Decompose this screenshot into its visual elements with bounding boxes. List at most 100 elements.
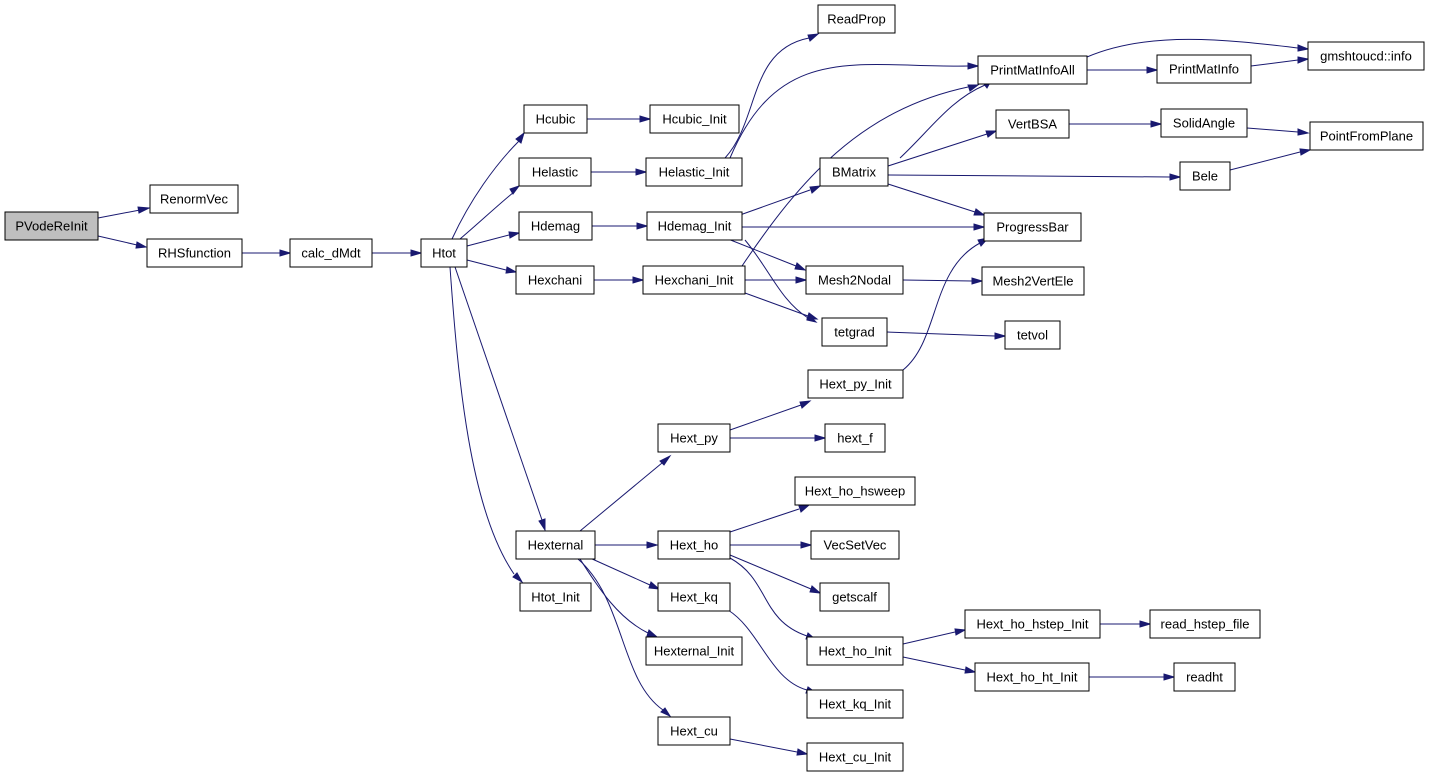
arrowhead-hext_cu xyxy=(660,707,672,718)
node-label: Hexternal xyxy=(528,538,584,553)
node-htot_init[interactable]: Htot_Init xyxy=(519,582,592,612)
edge-pvodereinit-rhsfunction xyxy=(97,235,138,246)
node-readht[interactable]: readht xyxy=(1173,662,1236,692)
node-vertbsa[interactable]: VertBSA xyxy=(995,109,1070,139)
node-label: SolidAngle xyxy=(1173,116,1235,131)
node-getscalf[interactable]: getscalf xyxy=(819,582,890,612)
arrowhead-printmatinfoall-1 xyxy=(967,62,980,70)
node-hexchani_init[interactable]: Hexchani_Init xyxy=(642,265,746,295)
node-label: ReadProp xyxy=(827,12,886,27)
node-helastic_init[interactable]: Helastic_Init xyxy=(645,157,743,187)
node-label: Hdemag xyxy=(531,219,580,234)
node-label: PrintMatInfoAll xyxy=(990,63,1075,78)
edge-hext_py_init-progressbar xyxy=(902,242,981,371)
node-label: Hext_kq xyxy=(670,590,718,605)
arrowhead-hexchani xyxy=(505,266,518,274)
node-label: RHSfunction xyxy=(158,246,231,261)
node-printmatinfo[interactable]: PrintMatInfo xyxy=(1156,54,1252,84)
arrowhead-helastic xyxy=(509,185,521,195)
arrowhead-htot xyxy=(410,249,423,257)
edge-helastic_init-readprop xyxy=(724,37,810,159)
node-label: PointFromPlane xyxy=(1320,129,1413,144)
edge-hexchani_init-tetgrad xyxy=(744,292,809,317)
node-hext_cu_init[interactable]: Hext_cu_Init xyxy=(806,742,904,772)
node-tetgrad[interactable]: tetgrad xyxy=(821,317,888,347)
node-label: Hext_ho_ht_Init xyxy=(986,670,1077,685)
node-hcubic_init[interactable]: Hcubic_Init xyxy=(649,104,740,134)
edge-hext_ho_init-hext_ho_ht_init xyxy=(902,656,966,671)
node-hdemag_init[interactable]: Hdemag_Init xyxy=(646,211,743,241)
node-label: calc_dMdt xyxy=(301,246,361,261)
node-hext_f[interactable]: hext_f xyxy=(824,423,886,453)
node-label: Hexchani_Init xyxy=(655,273,734,288)
node-hext_ho_hstep_init[interactable]: Hext_ho_hstep_Init xyxy=(964,609,1101,639)
node-hext_py[interactable]: Hext_py xyxy=(657,423,731,453)
node-label: PrintMatInfo xyxy=(1169,62,1239,77)
edge-helastic_init-printmatinfoall xyxy=(729,63,969,159)
node-bmatrix[interactable]: BMatrix xyxy=(819,157,889,187)
node-vecsetvec[interactable]: VecSetVec xyxy=(810,530,900,560)
node-hexchani[interactable]: Hexchani xyxy=(515,265,595,295)
edge-printmatinfo-gmshtoucd_info xyxy=(1250,59,1299,67)
edge-solidangle-pointfromplane xyxy=(1246,127,1299,133)
node-hext_ho_ht_init[interactable]: Hext_ho_ht_Init xyxy=(974,662,1090,692)
node-label: readht xyxy=(1186,670,1223,685)
node-read_hstep_file[interactable]: read_hstep_file xyxy=(1149,609,1261,639)
node-hext_kq[interactable]: Hext_kq xyxy=(657,582,731,612)
node-hext_py_init[interactable]: Hext_py_Init xyxy=(807,369,904,399)
node-hext_ho_init[interactable]: Hext_ho_Init xyxy=(806,636,904,666)
arrowhead-tetvol xyxy=(994,332,1007,340)
node-label: Htot xyxy=(432,246,456,261)
arrowhead-progressbar-2 xyxy=(973,208,986,216)
node-hexternal[interactable]: Hexternal xyxy=(515,530,596,560)
node-printmatinfoall[interactable]: PrintMatInfoAll xyxy=(977,55,1088,85)
node-renormvec[interactable]: RenormVec xyxy=(149,184,239,214)
node-pvodereinit[interactable]: PVodeReInit xyxy=(4,211,99,241)
edge-hdemag_init-tetgrad xyxy=(744,239,809,319)
node-hcubic[interactable]: Hcubic xyxy=(523,104,588,134)
node-label: Helastic xyxy=(532,165,579,180)
node-hdemag[interactable]: Hdemag xyxy=(518,211,593,241)
arrowhead-hexternal_init xyxy=(646,629,659,638)
node-hext_cu[interactable]: Hext_cu xyxy=(657,716,731,746)
node-hexternal_init[interactable]: Hexternal_Init xyxy=(645,636,743,666)
arrowhead-tetgrad-2 xyxy=(806,312,819,320)
node-bele[interactable]: Bele xyxy=(1179,161,1231,191)
node-hext_ho[interactable]: Hext_ho xyxy=(657,530,731,560)
node-pointfromplane[interactable]: PointFromPlane xyxy=(1309,121,1424,151)
node-label: Bele xyxy=(1192,169,1218,184)
node-gmshtoucd_info[interactable]: gmshtoucd::info xyxy=(1307,41,1425,71)
arrowhead-gmshtoucd_info-1 xyxy=(1297,44,1310,52)
arrowhead-hext_f xyxy=(814,434,827,442)
node-label: Htot_Init xyxy=(531,590,580,605)
node-hext_ho_hsweep[interactable]: Hext_ho_hsweep xyxy=(794,476,916,506)
node-rhsfunction[interactable]: RHSfunction xyxy=(146,238,243,268)
arrowhead-mesh2nodal-2 xyxy=(795,276,808,284)
arrowhead-rhsfunction xyxy=(135,241,148,249)
edge-hext_ho-getscalf xyxy=(729,554,812,590)
node-tetvol[interactable]: tetvol xyxy=(1004,320,1061,350)
arrowhead-hext_py_init xyxy=(799,400,812,409)
edge-hext_cu-hext_cu_init xyxy=(729,738,798,753)
node-readprop[interactable]: ReadProp xyxy=(817,4,896,34)
node-label: Hexchani xyxy=(528,273,582,288)
node-solidangle[interactable]: SolidAngle xyxy=(1160,108,1248,138)
edge-htot-hexchani xyxy=(466,259,507,271)
node-label: BMatrix xyxy=(832,165,877,180)
edge-hext_py-hext_py_init xyxy=(729,404,802,431)
node-hext_kq_init[interactable]: Hext_kq_Init xyxy=(806,689,904,719)
edge-bmatrix-vertbsa xyxy=(887,133,988,167)
node-progressbar[interactable]: ProgressBar xyxy=(983,212,1082,242)
edge-bmatrix-progressbar xyxy=(887,183,976,213)
node-calc_dmdt[interactable]: calc_dMdt xyxy=(289,238,373,268)
node-helastic[interactable]: Helastic xyxy=(518,157,592,187)
edge-htot-hexternal xyxy=(454,266,543,521)
node-htot[interactable]: Htot xyxy=(420,238,468,268)
node-mesh2vertele[interactable]: Mesh2VertEle xyxy=(981,266,1085,296)
arrowhead-pointfromplane-2 xyxy=(1299,148,1312,156)
node-label: Hext_cu_Init xyxy=(819,750,892,765)
edge-bele-pointfromplane xyxy=(1229,151,1301,171)
node-mesh2nodal[interactable]: Mesh2Nodal xyxy=(805,265,904,295)
node-label: tetvol xyxy=(1017,328,1048,343)
